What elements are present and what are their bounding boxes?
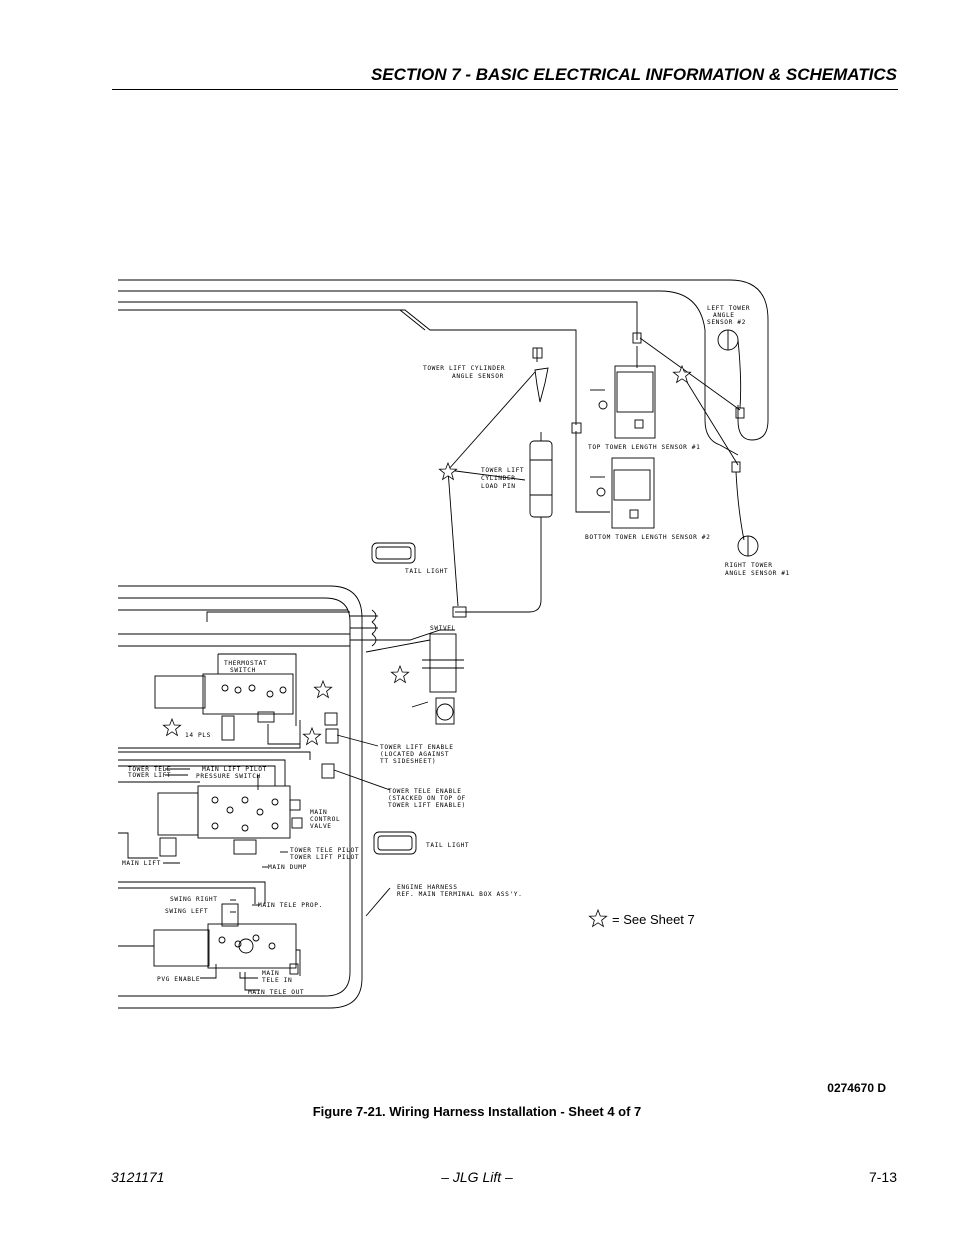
label-pvg-enable: PVG ENABLE <box>157 976 200 983</box>
label-main-lift: MAIN LIFT <box>122 860 161 867</box>
label-tower-tele: TOWER TELE <box>128 766 171 773</box>
footer-publisher: – JLG Lift – <box>441 1169 513 1185</box>
label-top-tower-length-sensor: TOP TOWER LENGTH SENSOR #1 <box>588 444 700 451</box>
label-tower-lift: TOWER LIFT <box>128 772 171 779</box>
label-main-tele-out: MAIN TELE OUT <box>248 989 304 996</box>
label-engine-harness: ENGINE HARNESS REF. MAIN TERMINAL BOX AS… <box>397 884 522 898</box>
label-main-lift-pilot: MAIN LIFT PILOT <box>202 766 267 773</box>
label-main-dump: MAIN DUMP <box>268 864 307 871</box>
label-tail-light-upper: TAIL LIGHT <box>405 568 448 575</box>
label-tail-light-lower: TAIL LIGHT <box>426 842 469 849</box>
legend-text: = See Sheet 7 <box>612 912 695 927</box>
label-pressure-switch: PRESSURE SWITCH <box>196 773 261 780</box>
label-bottom-tower-length-sensor: BOTTOM TOWER LENGTH SENSOR #2 <box>585 534 710 541</box>
label-tower-lift-pilot: TOWER LIFT PILOT <box>290 854 359 861</box>
label-14-pls: 14 PLS <box>185 732 211 739</box>
label-tower-lift-cylinder-angle-sensor: TOWER LIFT CYLINDER ANGLE SENSOR <box>423 365 510 380</box>
label-tower-tele-enable: TOWER TELE ENABLE (STACKED ON TOP OF TOW… <box>388 788 470 809</box>
label-swing-right: SWING RIGHT <box>170 896 218 903</box>
label-thermostat-switch: THERMOSTAT SWITCH <box>224 660 272 674</box>
label-swivel: SWIVEL <box>430 625 456 632</box>
label-main-tele-prop: MAIN TELE PROP. <box>258 902 323 909</box>
label-right-tower-angle-sensor: RIGHT TOWER ANGLE SENSOR #1 <box>725 562 790 577</box>
label-tower-lift-cylinder-load-pin: TOWER LIFT CYLINDER LOAD PIN <box>481 467 529 490</box>
footer-page-number: 7-13 <box>868 1169 897 1185</box>
section-title: SECTION 7 - BASIC ELECTRICAL INFORMATION… <box>370 65 897 84</box>
footer-doc-number: 3121171 <box>111 1169 165 1185</box>
figure-caption: Figure 7-21. Wiring Harness Installation… <box>312 1104 642 1119</box>
label-tower-tele-pilot: TOWER TELE PILOT <box>290 847 359 854</box>
label-main-control-valve: MAIN CONTROL VALVE <box>310 809 345 830</box>
label-tower-lift-enable: TOWER LIFT ENABLE (LOCATED AGAINST TT SI… <box>380 744 458 765</box>
label-swing-left: SWING LEFT <box>165 908 208 915</box>
label-left-tower-angle-sensor: LEFT TOWER ANGLE SENSOR #2 <box>707 305 755 326</box>
drawing-number: 0274670 D <box>827 1081 886 1095</box>
label-main-tele-in: MAIN TELE IN <box>262 970 292 984</box>
header-rule <box>112 89 898 90</box>
